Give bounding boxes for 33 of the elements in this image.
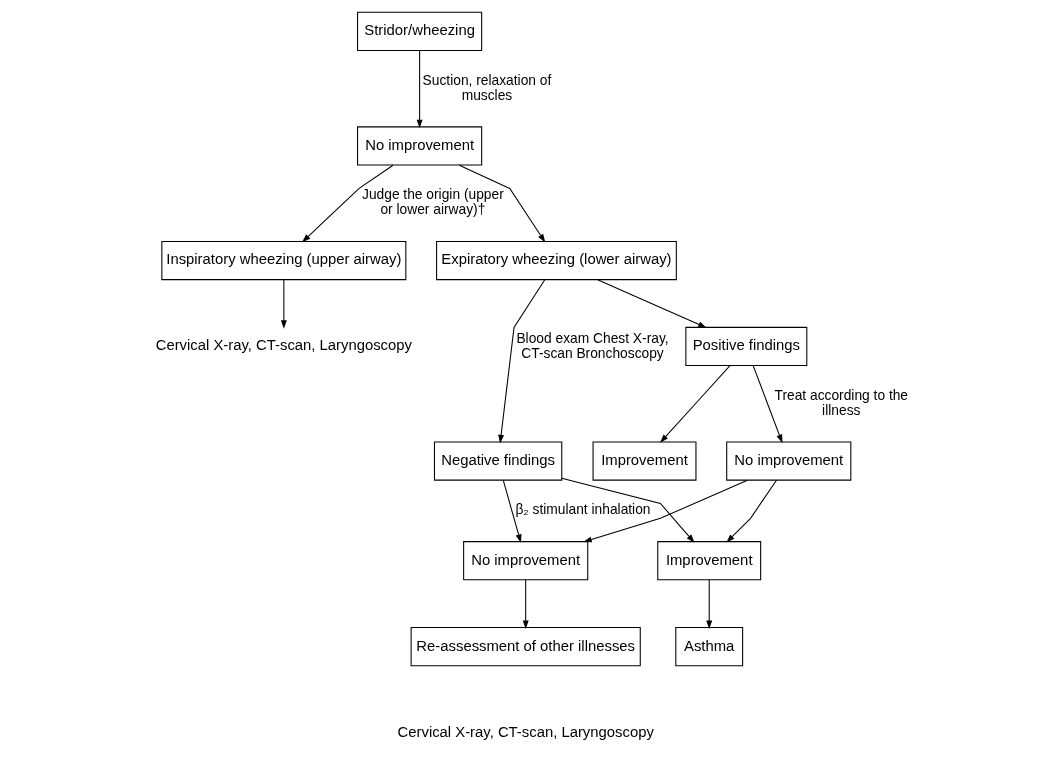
edge-label: β₂ stimulant inhalation <box>514 502 651 518</box>
node-box: Inspiratory wheezing (upper airway) <box>160 240 406 281</box>
node-box: Stridor/wheezing <box>356 11 482 52</box>
edge-label: Judge the origin (upper or lower airway)† <box>361 187 504 218</box>
arrow <box>659 365 730 443</box>
node-text: Cervical X-ray, CT-scan, Laryngoscopy <box>155 337 412 354</box>
arrow <box>582 479 748 543</box>
edge-label: Blood exam Chest X-ray, CT-scan Bronchoscopy <box>515 330 669 361</box>
node-box: No improvement <box>725 441 851 481</box>
arrow <box>752 365 782 444</box>
node-box: Expiratory wheezing (lower airway) <box>435 240 677 281</box>
arrow <box>301 164 393 243</box>
node-box: No improvement <box>356 126 482 166</box>
arrow <box>416 50 423 129</box>
node-box: No improvement <box>462 541 588 581</box>
arrow <box>502 479 521 543</box>
arrow <box>705 579 712 630</box>
arrow <box>725 479 777 543</box>
node-box: Negative findings <box>433 441 562 481</box>
node-box: Positive findings <box>684 326 807 367</box>
arrow <box>458 164 545 243</box>
node-box: Asthma <box>674 627 743 667</box>
node-box: Improvement <box>656 541 761 581</box>
arrow <box>497 279 545 444</box>
label: Cervical X-ray, CT-scan, Laryngoscopy <box>397 723 654 740</box>
arrow <box>280 279 287 329</box>
arrow <box>596 279 707 328</box>
edge-label: Suction, relaxation of muscles <box>422 72 551 103</box>
node-box: Re-assessment of other illnesses <box>410 627 641 667</box>
arrow <box>522 579 529 630</box>
arrow <box>560 477 695 543</box>
node-box: Improvement <box>592 441 696 481</box>
edge-label: Treat according to the illness <box>774 387 908 418</box>
